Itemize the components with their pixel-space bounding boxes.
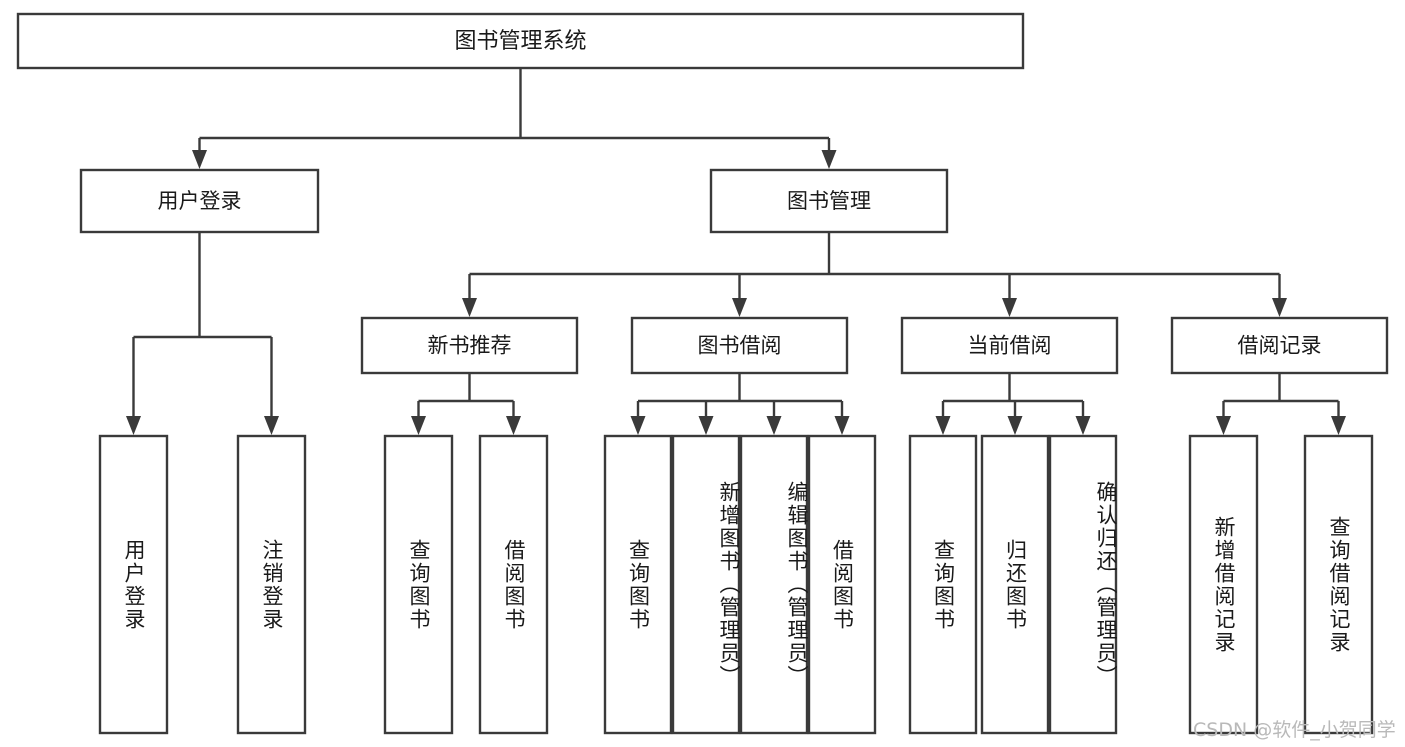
node-box-root[interactable] [16, 12, 1025, 70]
node-label-current-borrow: 当前借阅 [968, 334, 1052, 358]
node-label-book-management: 图书管理 [787, 189, 871, 213]
node-box-leaf-user-login[interactable] [98, 434, 169, 735]
node-box-user-login[interactable] [79, 168, 320, 234]
arrow-to-leaf-query-book-1 [411, 416, 426, 435]
node-label-root: 图书管理系统 [454, 29, 586, 54]
node-box-leaf-query-record[interactable] [1303, 434, 1374, 735]
arrow-to-borrow-records [1272, 298, 1287, 317]
arrow-to-leaf-query-record [1331, 416, 1346, 435]
node-box-leaf-add-record[interactable] [1188, 434, 1259, 735]
arrow-to-leaf-query-book-3 [935, 416, 951, 435]
arrow-to-leaf-user-login [126, 416, 141, 435]
arrow-to-leaf-borrow-book-2 [834, 416, 850, 435]
arrow-to-leaf-add-book [698, 416, 714, 435]
node-box-new-book-recommend[interactable] [360, 316, 579, 375]
arrow-to-new-book-recommend [462, 298, 477, 317]
node-box-leaf-borrow-book-1[interactable] [478, 434, 549, 735]
node-box-borrow-records[interactable] [1170, 316, 1389, 375]
arrow-to-current-borrow [1002, 298, 1017, 317]
node-box-leaf-edit-book[interactable] [739, 434, 809, 735]
node-label-new-book-recommend: 新书推荐 [428, 334, 512, 358]
node-box-book-borrow[interactable] [630, 316, 849, 375]
node-label-user-login: 用户登录 [158, 189, 242, 213]
arrow-to-leaf-edit-book [766, 416, 782, 435]
arrow-to-leaf-logout [264, 416, 279, 435]
arrow-to-leaf-borrow-book-1 [506, 416, 521, 435]
node-box-leaf-return-book[interactable] [980, 434, 1050, 735]
node-box-leaf-query-book-1[interactable] [383, 434, 454, 735]
node-label-book-borrow: 图书借阅 [698, 334, 782, 358]
node-box-leaf-query-book-2[interactable] [603, 434, 673, 735]
arrow-to-leaf-confirm-return [1075, 416, 1091, 435]
arrow-to-leaf-query-book-2 [630, 416, 646, 435]
node-box-leaf-borrow-book-2[interactable] [807, 434, 877, 735]
node-label-borrow-records: 借阅记录 [1238, 334, 1322, 358]
node-box-leaf-add-book[interactable] [671, 434, 741, 735]
node-box-leaf-confirm-return[interactable] [1048, 434, 1118, 735]
arrow-to-book-management [821, 150, 837, 169]
node-box-leaf-query-book-3[interactable] [908, 434, 978, 735]
arrow-to-book-borrow [732, 298, 747, 317]
connector-lines-group [126, 68, 1346, 435]
arrow-to-user-login [192, 150, 207, 169]
arrow-to-leaf-add-record [1216, 416, 1231, 435]
node-box-current-borrow[interactable] [900, 316, 1119, 375]
csdn-watermark: CSDN @软件_小贺同学 [1193, 719, 1396, 741]
arrow-to-leaf-return-book [1007, 416, 1023, 435]
node-box-book-management[interactable] [709, 168, 949, 234]
node-boxes-group [16, 12, 1389, 735]
node-box-leaf-logout[interactable] [236, 434, 307, 735]
